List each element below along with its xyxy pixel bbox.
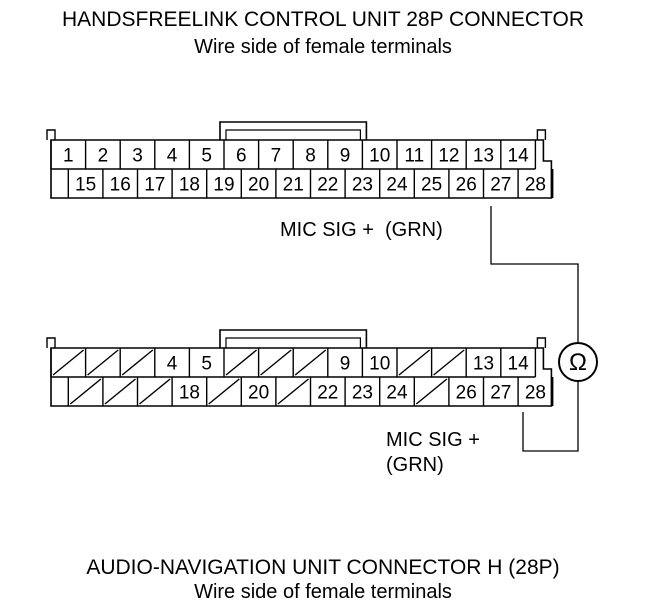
top-connector-terminal-18: 18	[179, 175, 200, 196]
top-connector-terminal-4: 4	[167, 146, 178, 167]
top-connector-terminal-27: 27	[490, 175, 511, 196]
bottom-connector-terminal-9: 9	[340, 354, 351, 375]
bottom-connector-empty-terminal	[294, 349, 327, 376]
wire-from-meter	[522, 381, 579, 452]
bottom-connector-empty-terminal	[260, 349, 292, 376]
top-connector-title: HANDSFREELINK CONTROL UNIT 28P CONNECTOR	[62, 8, 584, 31]
ohmmeter: Ω	[558, 342, 598, 382]
bottom-connector-terminal-4: 4	[167, 354, 178, 375]
top-connector-terminal-10: 10	[369, 146, 390, 167]
top-connector-terminal-6: 6	[236, 146, 247, 167]
bottom-connector-terminal-22: 22	[317, 383, 338, 404]
top-connector-terminal-26: 26	[456, 175, 477, 196]
bottom-connector-terminal-26: 26	[456, 383, 477, 404]
bottom-connector-empty-terminal	[433, 349, 465, 376]
bottom-connector-subtitle: Wire side of female terminals	[194, 581, 452, 603]
wire-to-meter	[490, 206, 579, 343]
top-connector-terminal-22: 22	[317, 175, 338, 196]
bottom-connector-terminal-28: 28	[525, 383, 546, 404]
bottom-connector-latch-inner	[225, 337, 361, 348]
bottom-connector-empty-terminal	[87, 349, 119, 376]
top-connector-terminal-13: 13	[473, 146, 494, 167]
bottom-connector-empty-terminal	[208, 378, 240, 405]
bottom-connector-latch	[219, 329, 368, 348]
bottom-connector-terminal-5: 5	[201, 354, 212, 375]
bottom-connector-empty-terminal	[52, 349, 85, 376]
top-connector-terminal-8: 8	[305, 146, 316, 167]
bottom-connector-terminal-20: 20	[248, 383, 269, 404]
top-connector-terminal-16: 16	[110, 175, 131, 196]
top-connector-latch	[219, 121, 368, 140]
bottom-connector-housing	[50, 347, 553, 407]
bottom-connector-empty-terminal	[104, 378, 136, 405]
top-connector-terminal-21: 21	[283, 175, 304, 196]
top-connector-terminal-12: 12	[438, 146, 459, 167]
bottom-signal-label-line2: (GRN)	[386, 454, 444, 476]
bottom-connector-terminal-13: 13	[473, 354, 494, 375]
bottom-connector-left-tab	[46, 337, 56, 348]
top-connector-terminal-14: 14	[508, 146, 530, 167]
bottom-connector-terminal-10: 10	[369, 354, 390, 375]
top-connector-terminal-2: 2	[98, 146, 109, 167]
top-connector-right-tab	[536, 129, 547, 140]
top-connector-terminal-15: 15	[75, 175, 96, 196]
top-connector-terminal-7: 7	[271, 146, 282, 167]
ohmmeter-icon	[558, 342, 598, 382]
top-connector-terminal-23: 23	[352, 175, 373, 196]
bottom-connector-terminal-27: 27	[490, 383, 511, 404]
top-connector-subtitle: Wire side of female terminals	[194, 36, 452, 58]
top-connector-terminal-19: 19	[213, 175, 234, 196]
bottom-connector-empty-terminal	[415, 378, 448, 405]
ohm-symbol: Ω	[569, 349, 587, 376]
test-wires	[490, 206, 579, 452]
top-connector-left-tab	[46, 129, 56, 140]
top-connector-terminal-9: 9	[340, 146, 351, 167]
bottom-signal-label-line1: MIC SIG +	[386, 429, 480, 451]
top-signal-label: MIC SIG + (GRN)	[280, 219, 443, 241]
top-connector-terminal-11: 11	[404, 146, 424, 167]
bottom-connector-empty-terminal	[277, 378, 309, 405]
bottom-connector-empty-terminal	[121, 349, 154, 376]
bottom-connector-right-tab	[536, 337, 547, 348]
top-connector-terminal-5: 5	[201, 146, 212, 167]
top-connector-terminal-1: 1	[63, 146, 74, 167]
bottom-connector-empty-terminal	[225, 349, 258, 376]
bottom-connector-terminal-24: 24	[386, 383, 408, 404]
top-connector-terminal-20: 20	[248, 175, 269, 196]
top-connector-housing	[50, 139, 553, 199]
top-connector-latch-inner	[225, 129, 361, 140]
top-connector-terminal-28: 28	[525, 175, 546, 196]
bottom-connector-terminal-18: 18	[179, 383, 200, 404]
top-connector-terminal-25: 25	[421, 175, 442, 196]
bottom-connector-terminal-23: 23	[352, 383, 373, 404]
bottom-connector-terminal-14: 14	[508, 354, 530, 375]
top-connector-terminal-3: 3	[132, 146, 143, 167]
bottom-connector-empty-terminal	[69, 378, 102, 405]
bottom-connector-empty-terminal	[398, 349, 431, 376]
bottom-connector-title: AUDIO-NAVIGATION UNIT CONNECTOR H (28P)	[86, 556, 560, 579]
top-connector-terminal-17: 17	[144, 175, 165, 196]
bottom-connector-empty-terminal	[139, 378, 171, 405]
top-connector-terminal-24: 24	[386, 175, 408, 196]
bottom-connector: 4 5 9 10 13 14 18 20 22 23 24 26 27 28	[46, 329, 554, 407]
